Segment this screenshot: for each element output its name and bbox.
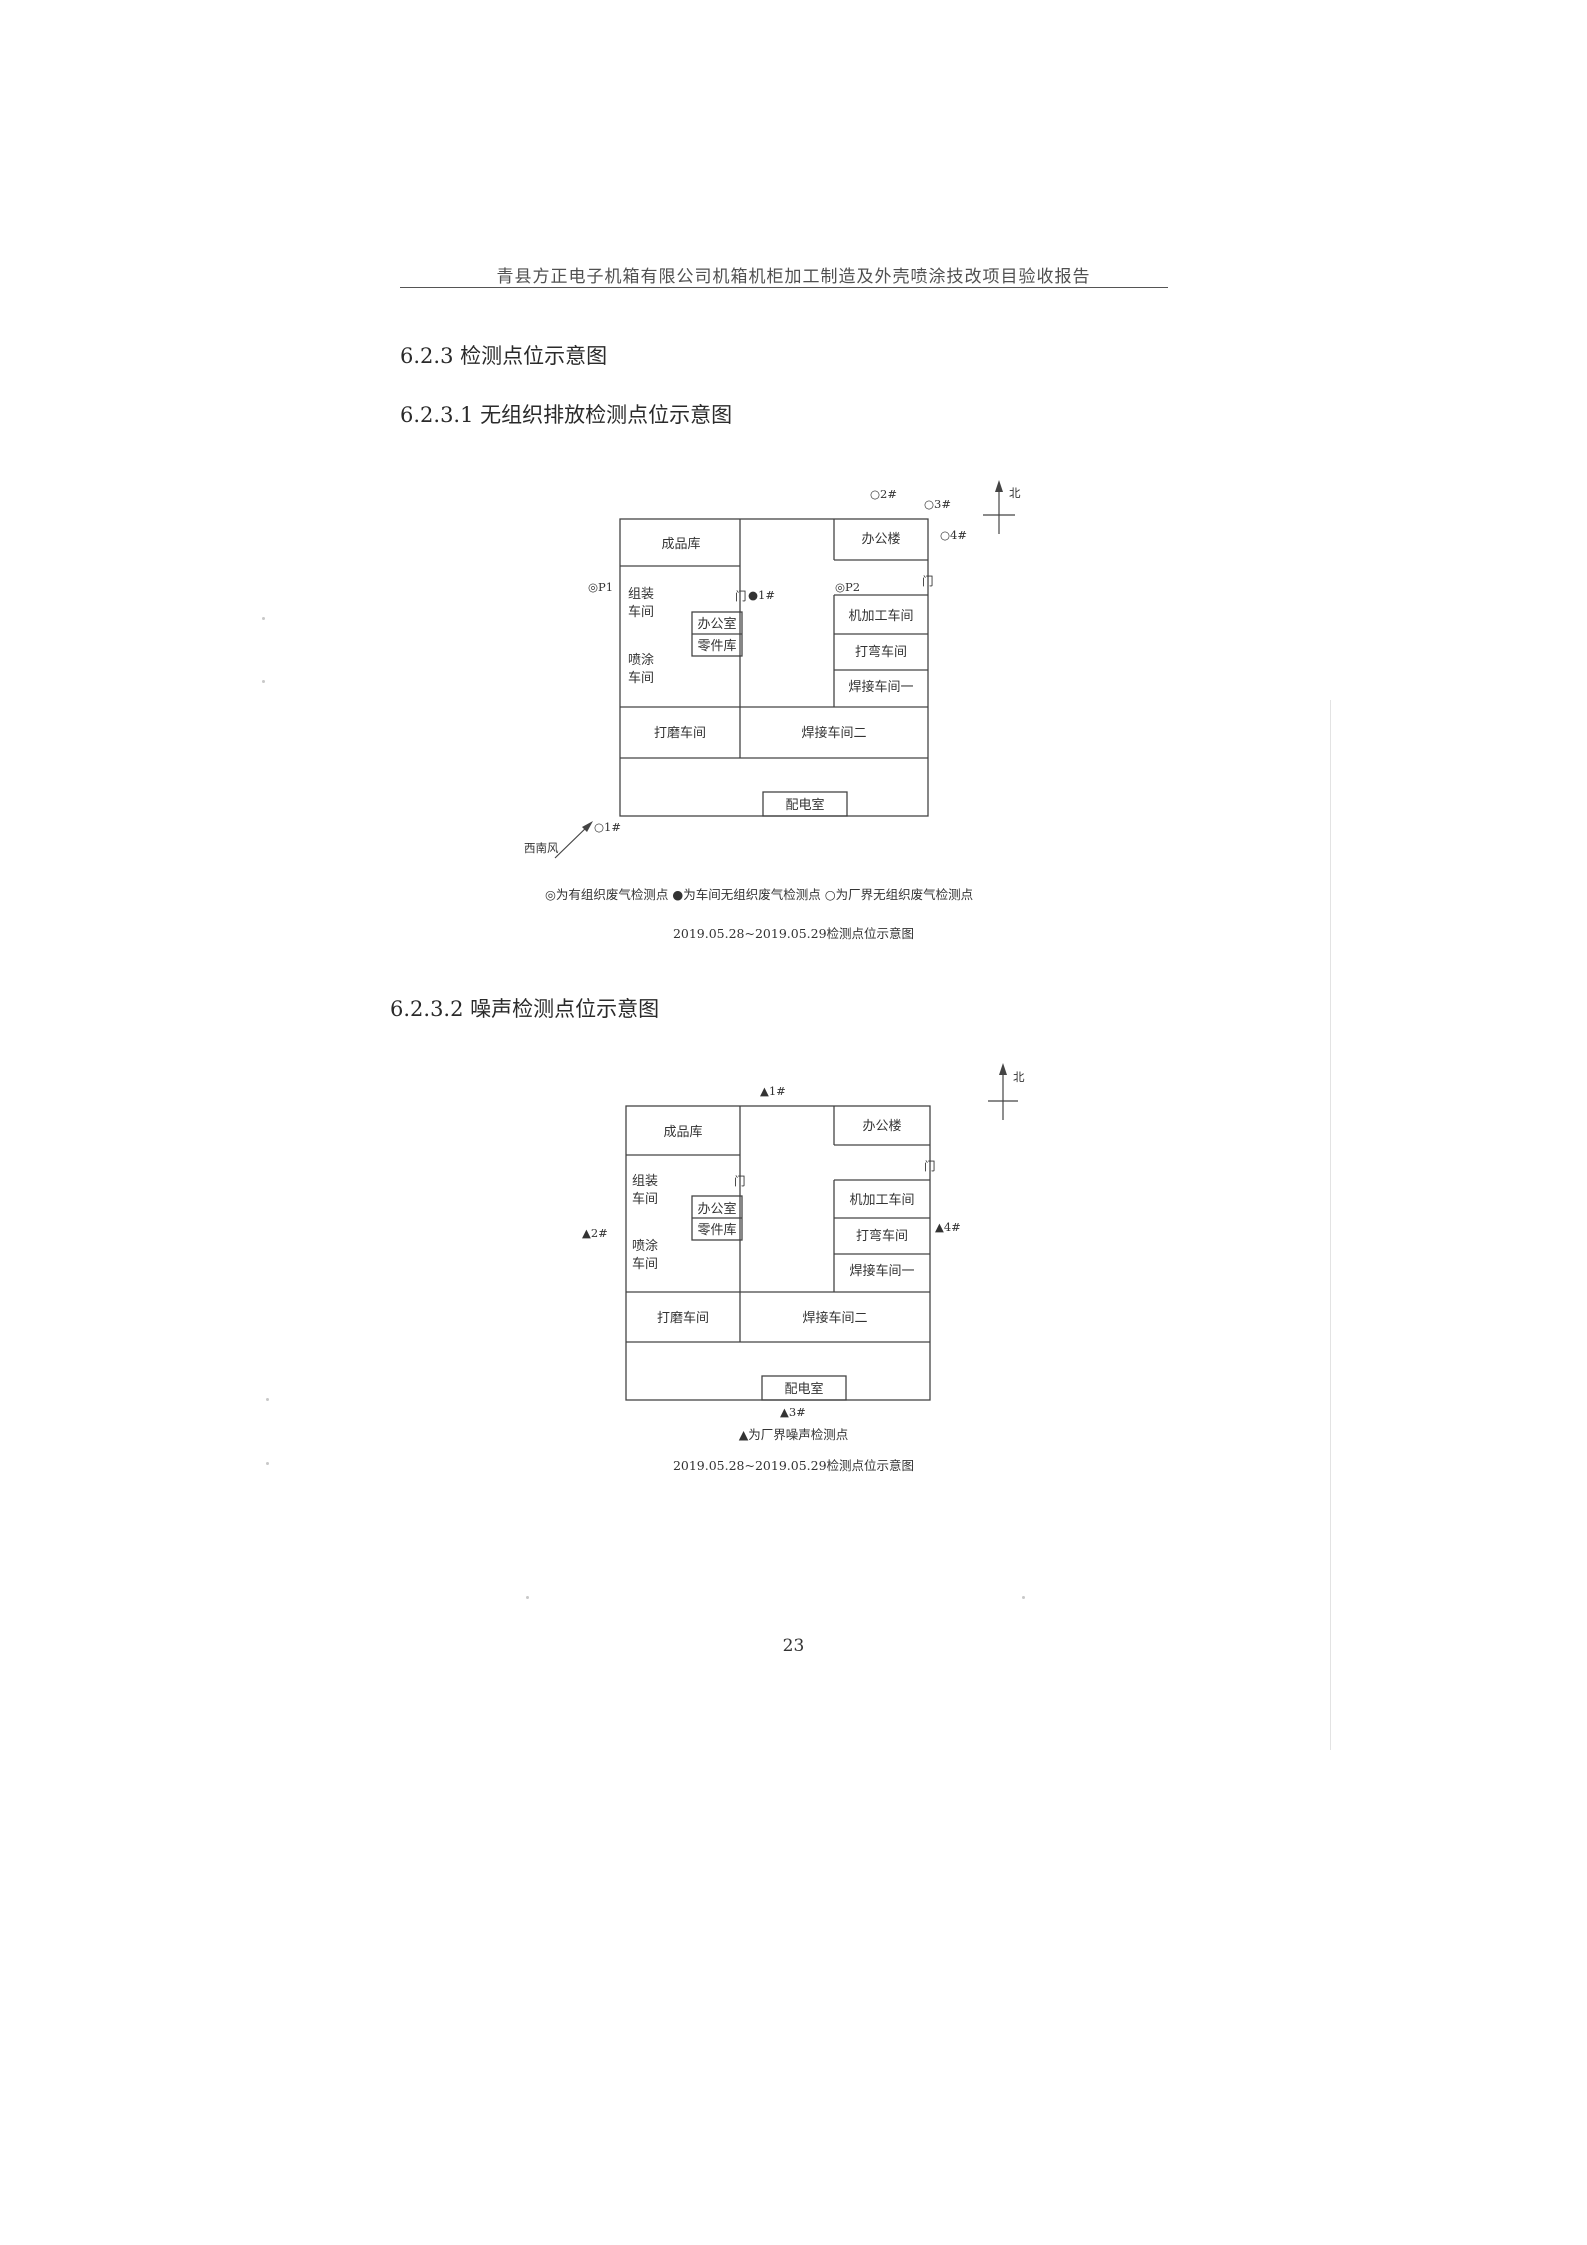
wind-label: 西南风	[524, 841, 559, 855]
room-spraying-line2: 车间	[628, 670, 654, 686]
door-label-1: 门	[735, 589, 747, 603]
room-assembly-line1: 组装	[628, 587, 654, 602]
scan-speck	[266, 1462, 269, 1465]
scan-speck	[266, 1398, 269, 1401]
room-parts-store-2: 零件库	[697, 1222, 736, 1238]
room-finished-goods-2: 成品库	[663, 1124, 702, 1140]
report-header-title: 青县方正电子机箱有限公司机箱机柜加工制造及外壳喷涂技改项目验收报告	[496, 267, 1091, 287]
north-label-2: 北	[1013, 1070, 1025, 1084]
diagram2-caption: 2019.05.28~2019.05.29检测点位示意图	[672, 1458, 915, 1473]
room-welding-1: 焊接车间一	[848, 679, 913, 695]
north-arrow-2-icon	[988, 1063, 1018, 1120]
diagram1-caption: 2019.05.28~2019.05.29检测点位示意图	[672, 926, 915, 941]
scan-speck	[262, 680, 265, 683]
room-welding-1-2: 焊接车间一	[849, 1263, 914, 1279]
header-rule	[400, 287, 1168, 288]
diagram2-legend: ▲为厂界噪声检测点	[738, 1427, 849, 1442]
factory-outline-2	[625, 1105, 931, 1401]
point-b1: ●1#	[748, 588, 775, 602]
room-office-building-2: 办公楼	[862, 1119, 901, 1134]
room-assembly-2-line2: 车间	[632, 1191, 658, 1207]
section-6-2-3-2-heading: 6.2.3.2 噪声检测点位示意图	[390, 997, 660, 1021]
north-arrow-icon	[983, 480, 1015, 534]
point-o4: ○4#	[940, 528, 967, 542]
noise-point-3: ▲3#	[780, 1405, 806, 1419]
room-assembly-2-line1: 组装	[632, 1174, 658, 1189]
room-bending-2: 打弯车间	[856, 1228, 908, 1244]
noise-point-1: ▲1#	[760, 1084, 786, 1098]
scan-page-edge	[1330, 700, 1331, 1750]
scan-speck	[262, 617, 265, 620]
noise-point-2: ▲2#	[582, 1226, 608, 1240]
noise-point-4: ▲4#	[935, 1220, 961, 1234]
room-office: 办公室	[697, 616, 736, 632]
room-grinding: 打磨车间	[654, 725, 706, 741]
section-6-2-3-heading: 6.2.3 检测点位示意图	[400, 344, 608, 368]
point-p1: ◎P1	[588, 580, 613, 594]
diagram1-legend: ◎为有组织废气检测点 ●为车间无组织废气检测点 ○为厂界无组织废气检测点	[545, 887, 974, 902]
room-power-distribution: 配电室	[785, 797, 824, 813]
door-label-4: 门	[924, 1159, 936, 1173]
room-assembly-line2: 车间	[628, 604, 654, 620]
room-welding-2: 焊接车间二	[801, 725, 866, 741]
room-office-building: 办公楼	[861, 532, 900, 547]
room-finished-goods: 成品库	[661, 536, 700, 552]
room-welding-2-2: 焊接车间二	[802, 1310, 867, 1326]
room-bending: 打弯车间	[855, 644, 907, 660]
room-spraying-2-line1: 喷涂	[632, 1238, 658, 1254]
door-label-2: 门	[922, 574, 934, 588]
page-number: 23	[782, 1636, 805, 1656]
scan-speck	[526, 1596, 529, 1599]
door-label-3: 门	[734, 1174, 746, 1188]
point-o2: ○2#	[870, 487, 897, 501]
room-spraying-line1: 喷涂	[628, 652, 654, 668]
point-p2: ◎P2	[835, 580, 860, 594]
room-power-distribution-2: 配电室	[784, 1381, 823, 1397]
point-o3: ○3#	[924, 497, 951, 511]
point-o1: ○1#	[594, 820, 621, 834]
wind-arrow-icon	[554, 821, 593, 859]
north-label: 北	[1009, 486, 1021, 500]
room-spraying-2-line2: 车间	[632, 1256, 658, 1272]
room-machining-2: 机加工车间	[849, 1192, 914, 1208]
room-parts-store: 零件库	[697, 638, 736, 654]
room-grinding-2: 打磨车间	[657, 1310, 709, 1326]
section-6-2-3-1-heading: 6.2.3.1 无组织排放检测点位示意图	[400, 403, 733, 427]
room-office-2: 办公室	[697, 1201, 736, 1217]
room-machining: 机加工车间	[848, 608, 913, 624]
scan-speck	[1022, 1596, 1025, 1599]
